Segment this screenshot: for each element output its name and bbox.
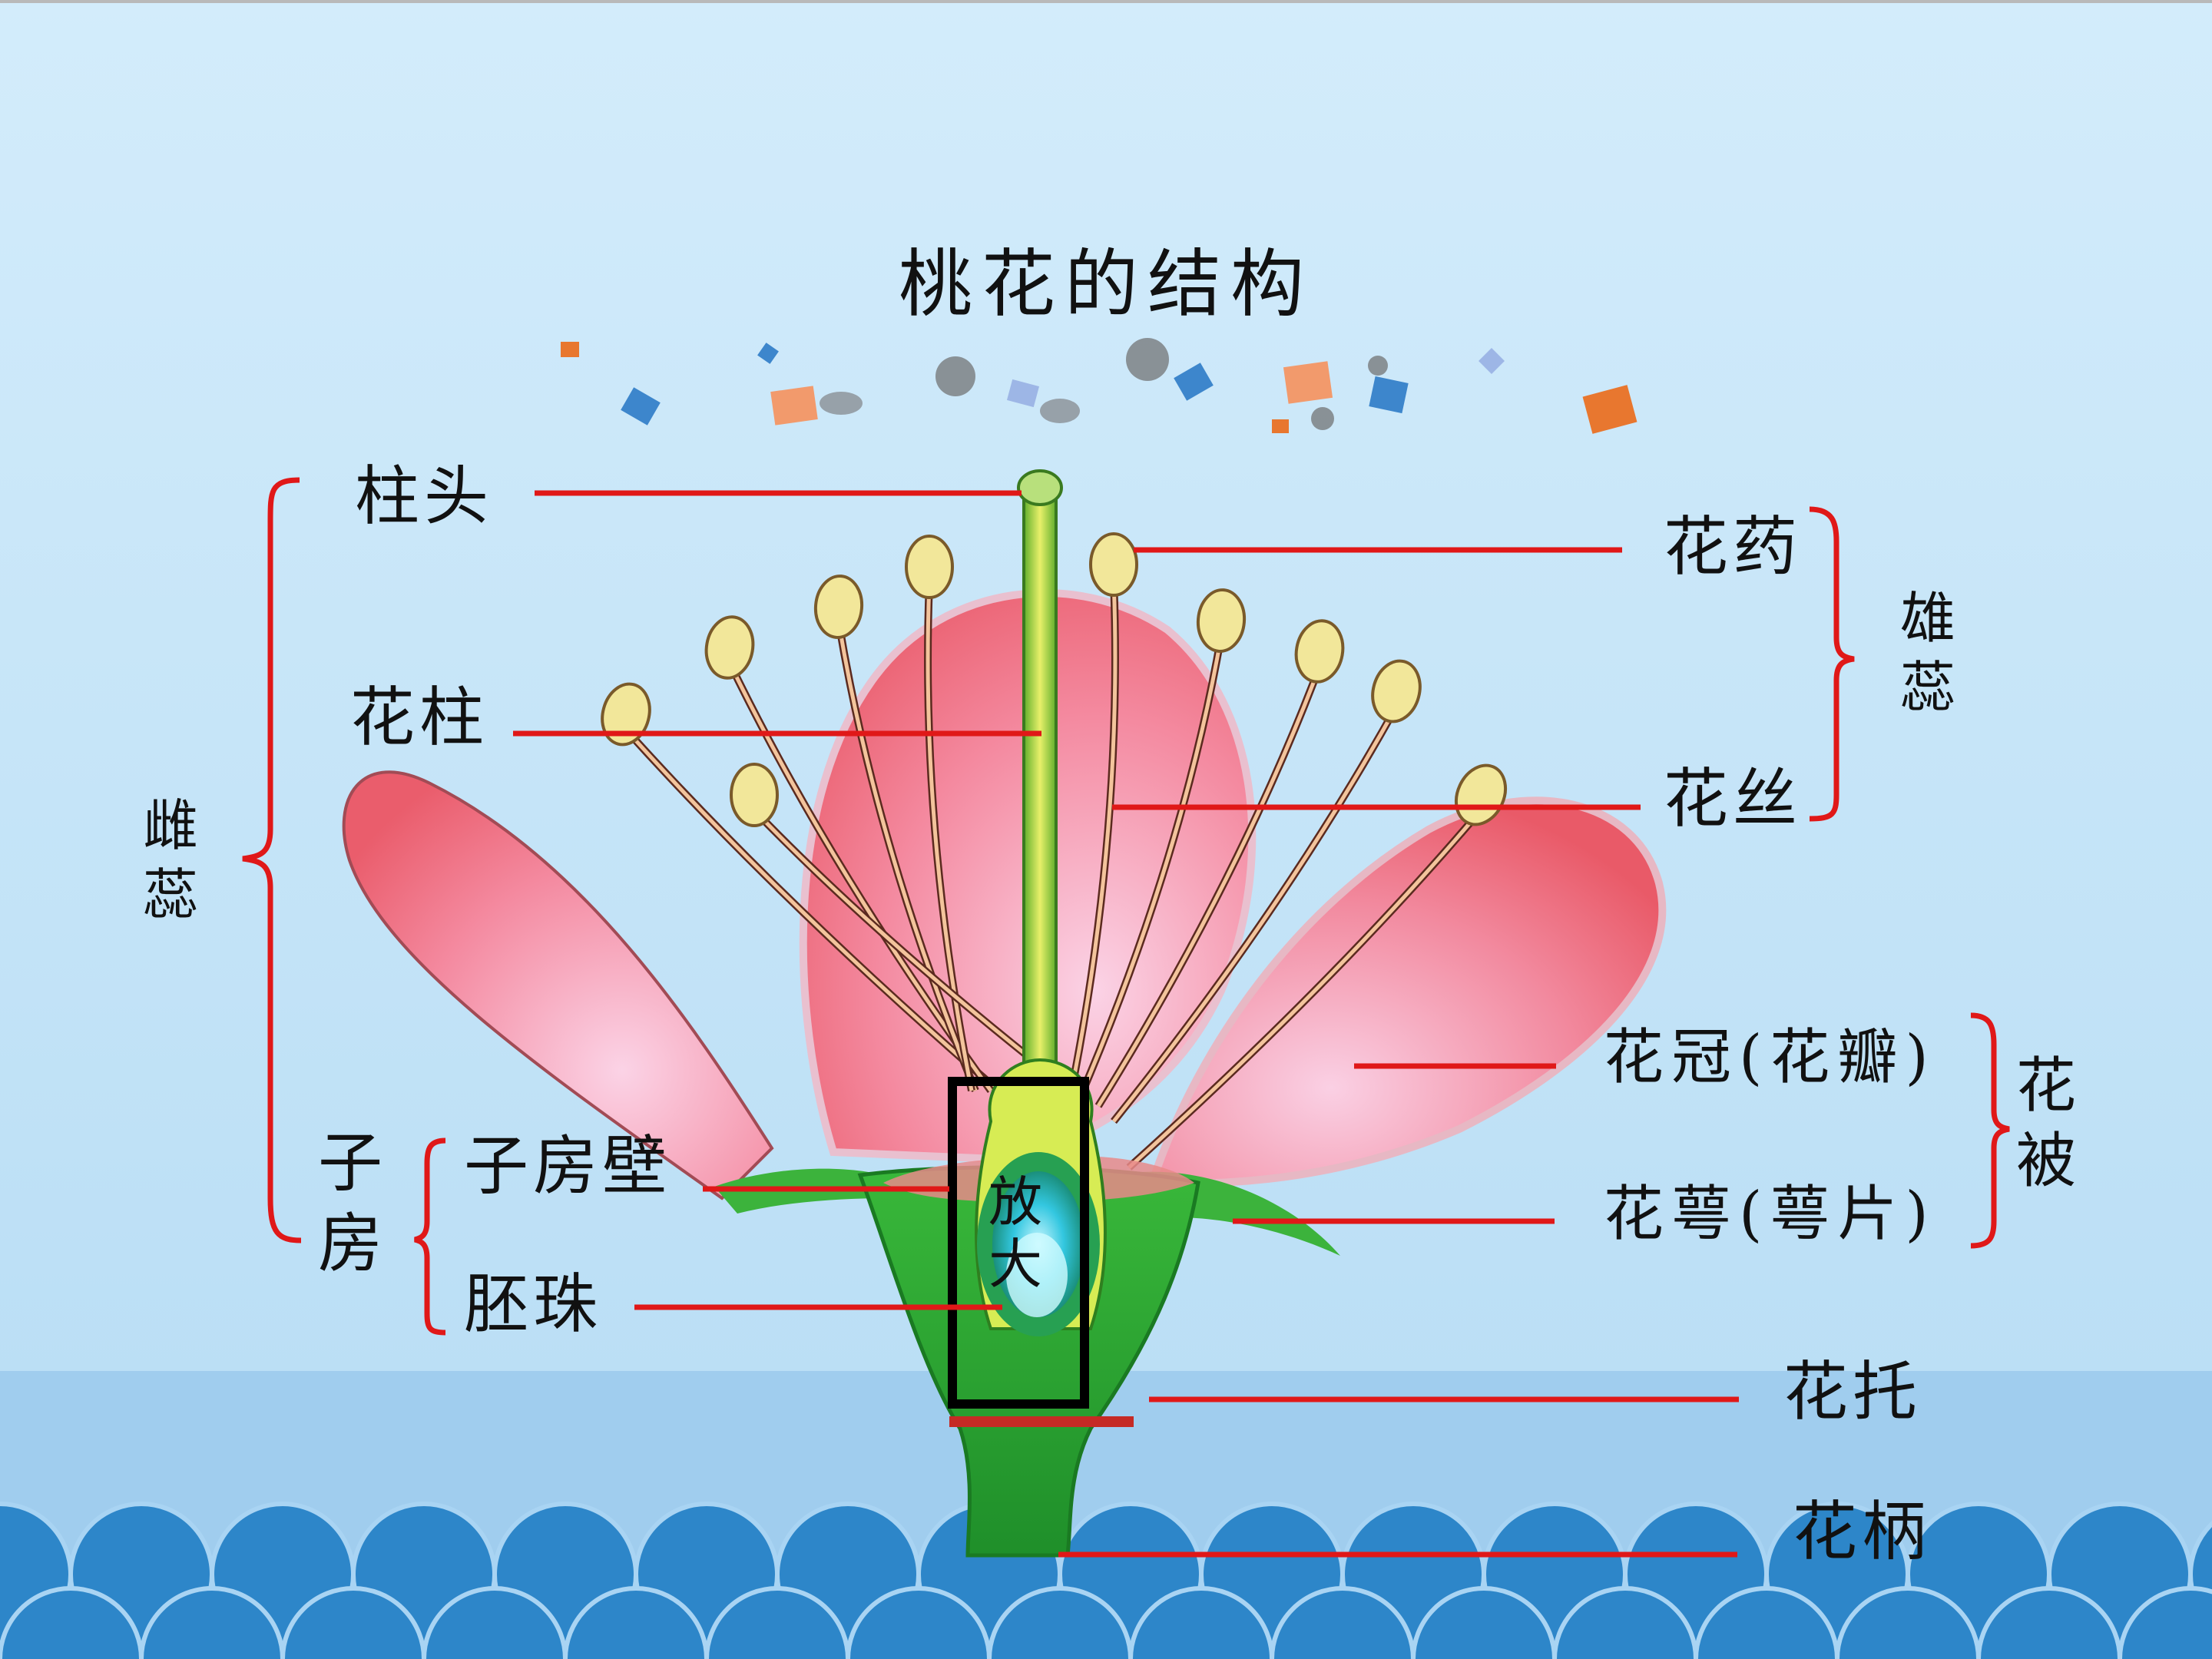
label-calyx: 花萼(萼片) [1604, 1180, 1936, 1249]
anther [1196, 588, 1247, 653]
filament-highlight [1112, 705, 1399, 1123]
wave-scallop [1128, 1586, 1274, 1659]
wave-scallop [1694, 1586, 1839, 1659]
filament-highlight [624, 728, 1000, 1092]
wave-scallop [1835, 1586, 1981, 1659]
filament-highlight [1128, 809, 1482, 1169]
wave-scallop [704, 1586, 850, 1659]
label-style: 花柱 [350, 680, 489, 755]
anther [1294, 619, 1345, 684]
filament-highlight [1081, 635, 1224, 1091]
label-filament: 花丝 [1664, 761, 1803, 836]
label-stamen: 雄蕊 [1899, 586, 1955, 720]
anther [704, 615, 755, 680]
wave-scallop [846, 1586, 992, 1659]
label-pistil: 雌蕊 [142, 793, 198, 927]
wave-scallop [563, 1586, 709, 1659]
filament-highlight [753, 809, 1073, 1092]
anther [905, 535, 954, 599]
label-anther: 花药 [1664, 509, 1803, 584]
label-ovary-wall: 子房壁 [464, 1128, 672, 1204]
wave-scallop [280, 1586, 426, 1659]
zoom-box [948, 1077, 1089, 1409]
wave-scallop [1552, 1586, 1698, 1659]
label-stigma: 柱头 [355, 459, 494, 534]
leader-lines [242, 477, 2010, 1558]
anther [1089, 532, 1138, 597]
wave-scallop [139, 1586, 285, 1659]
filament-highlight [926, 581, 974, 1091]
label-zoom: 放大 [988, 1171, 1042, 1296]
label-ovule: 胚珠 [464, 1267, 603, 1342]
label-perianth: 花被 [2015, 1051, 2076, 1196]
wave-scallop [1976, 1586, 2122, 1659]
confetti-decoration [561, 338, 1637, 434]
wave-scallop [0, 1586, 144, 1659]
label-ovary: 子房 [318, 1125, 383, 1281]
filament-highlight [836, 621, 978, 1091]
wave-pattern [0, 1502, 2212, 1659]
filament-highlight [1069, 579, 1118, 1091]
stamens [601, 532, 1508, 1171]
diagram-title: 桃花的结构 [899, 241, 1313, 327]
anther [813, 575, 864, 639]
anther [1371, 659, 1422, 724]
wave-scallop [422, 1586, 568, 1659]
wave-scallop [2118, 1586, 2212, 1659]
filament-highlight [727, 661, 993, 1092]
wave-scallop [1270, 1586, 1416, 1659]
wave-scallop [1411, 1586, 1557, 1659]
wave-scallop [987, 1586, 1133, 1659]
anther [601, 682, 651, 747]
label-receptacle: 花托 [1783, 1354, 1922, 1429]
filament-highlight [1096, 666, 1322, 1108]
anther [730, 763, 779, 827]
label-corolla: 花冠(花瓣) [1604, 1023, 1936, 1092]
label-pedicel: 花柄 [1793, 1494, 1932, 1569]
pistil [949, 469, 1134, 1427]
